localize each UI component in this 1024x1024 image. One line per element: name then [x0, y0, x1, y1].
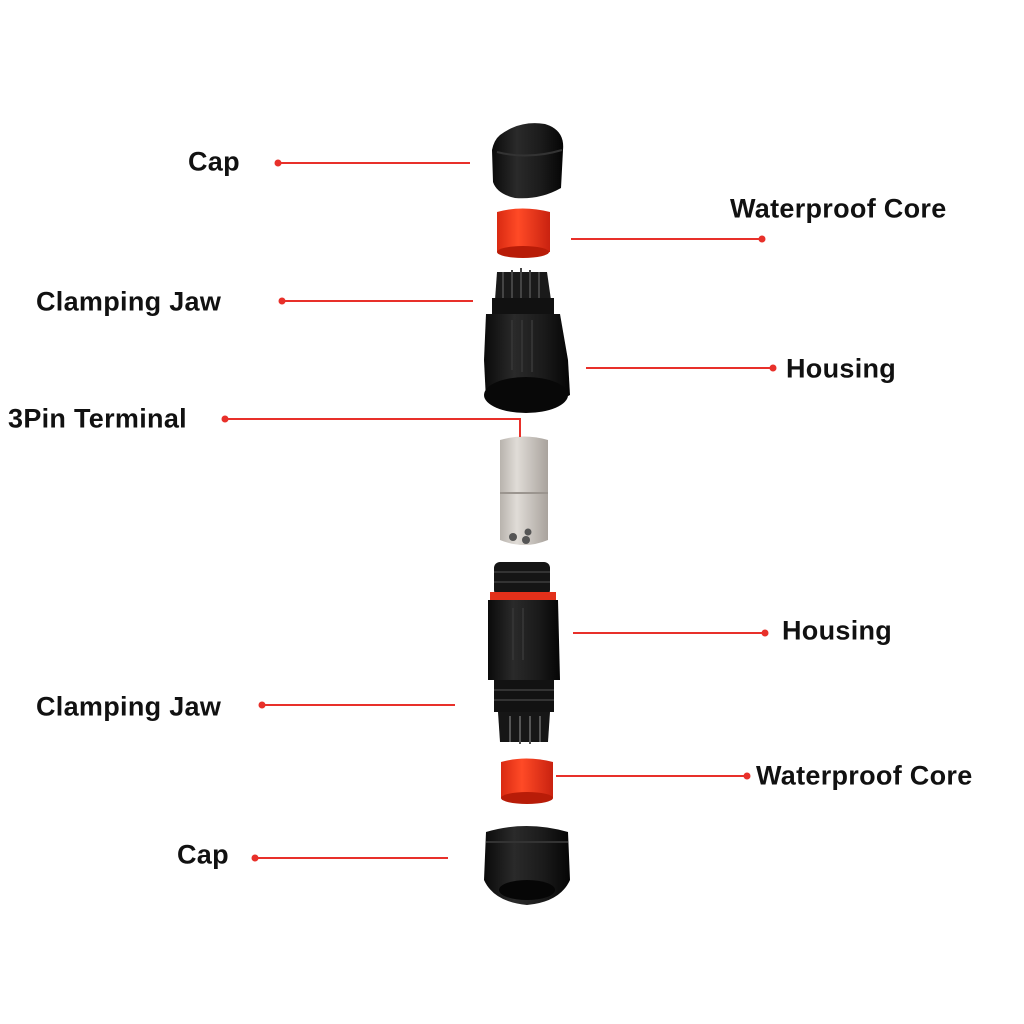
- cap-bottom-part: [484, 826, 570, 905]
- label-clamping-jaw-top: Clamping Jaw: [36, 286, 222, 317]
- label-cap-bottom: Cap: [177, 839, 229, 870]
- leader-line-jaw-bottom: [258, 701, 455, 709]
- label-waterproof-core-top: Waterproof Core: [730, 193, 947, 224]
- cap-top-part: [492, 123, 564, 199]
- leader-line-housing-bottom: [573, 629, 769, 637]
- leader-line-core-bottom: [556, 772, 751, 780]
- label-housing-top: Housing: [786, 353, 897, 384]
- label-cap-top: Cap: [188, 146, 240, 177]
- waterproof-core-top-part: [497, 208, 550, 258]
- housing-bottom-part: [488, 562, 560, 712]
- label-3pin-terminal: 3Pin Terminal: [8, 403, 187, 434]
- clamping-jaw-bottom-part: [498, 712, 550, 744]
- waterproof-core-bottom-part: [501, 758, 553, 804]
- 3pin-terminal-part: [500, 436, 548, 545]
- label-clamping-jaw-bottom: Clamping Jaw: [36, 691, 222, 722]
- housing-top-part: [484, 268, 570, 413]
- leader-line-housing-top: [586, 364, 777, 372]
- leader-line-core-top: [571, 235, 766, 243]
- label-waterproof-core-bottom: Waterproof Core: [756, 760, 973, 791]
- leader-line-cap-top: [274, 159, 470, 167]
- leader-line-jaw-top: [278, 297, 473, 305]
- leader-line-cap-bottom: [251, 854, 448, 862]
- leader-line-terminal: [221, 415, 521, 437]
- label-housing-bottom: Housing: [782, 615, 893, 646]
